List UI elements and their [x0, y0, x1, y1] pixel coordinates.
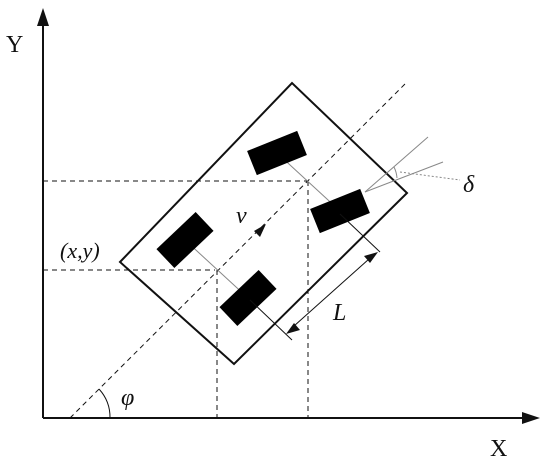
- front-right-wheel: [310, 188, 370, 234]
- wheelbase-front-extension: [339, 213, 381, 253]
- wheelbase-rear-extension: [249, 299, 293, 341]
- heading-angle-label: φ: [121, 385, 134, 411]
- wheelbase-label: L: [332, 300, 346, 326]
- x-axis-arrow: [522, 412, 540, 424]
- y-axis-arrow: [37, 8, 49, 26]
- position-label: (x,y): [60, 238, 100, 263]
- wheelbase-dimension: [249, 213, 381, 341]
- steering-angle-lines: [364, 136, 461, 193]
- front-left-wheel: [247, 130, 307, 176]
- wheels: [156, 130, 370, 327]
- steer-angle-label: δ: [463, 172, 475, 198]
- rear-axle: [184, 239, 249, 299]
- body-direction-extension: [364, 136, 429, 193]
- vehicle-body: [118, 81, 409, 366]
- steer-angle-arc: [393, 166, 398, 179]
- heading-axis-line: [69, 83, 406, 419]
- heading-angle-arc: [98, 388, 111, 419]
- rear-right-wheel: [219, 269, 277, 327]
- wheelbase-arrow-front: [364, 252, 378, 263]
- velocity-arrowhead: [254, 224, 266, 237]
- x-axis-label: X: [490, 436, 507, 462]
- wheel-direction-line: [364, 161, 444, 193]
- velocity-label: v: [236, 203, 247, 229]
- axes: [37, 8, 540, 424]
- y-axis-label: Y: [6, 32, 23, 58]
- velocity-arrow: [254, 224, 266, 237]
- rear-left-wheel: [156, 211, 214, 269]
- wheelbase-arrow-rear: [286, 323, 300, 334]
- steer-label-leader: [399, 171, 461, 181]
- wheelbase-dimension-line: [293, 258, 370, 327]
